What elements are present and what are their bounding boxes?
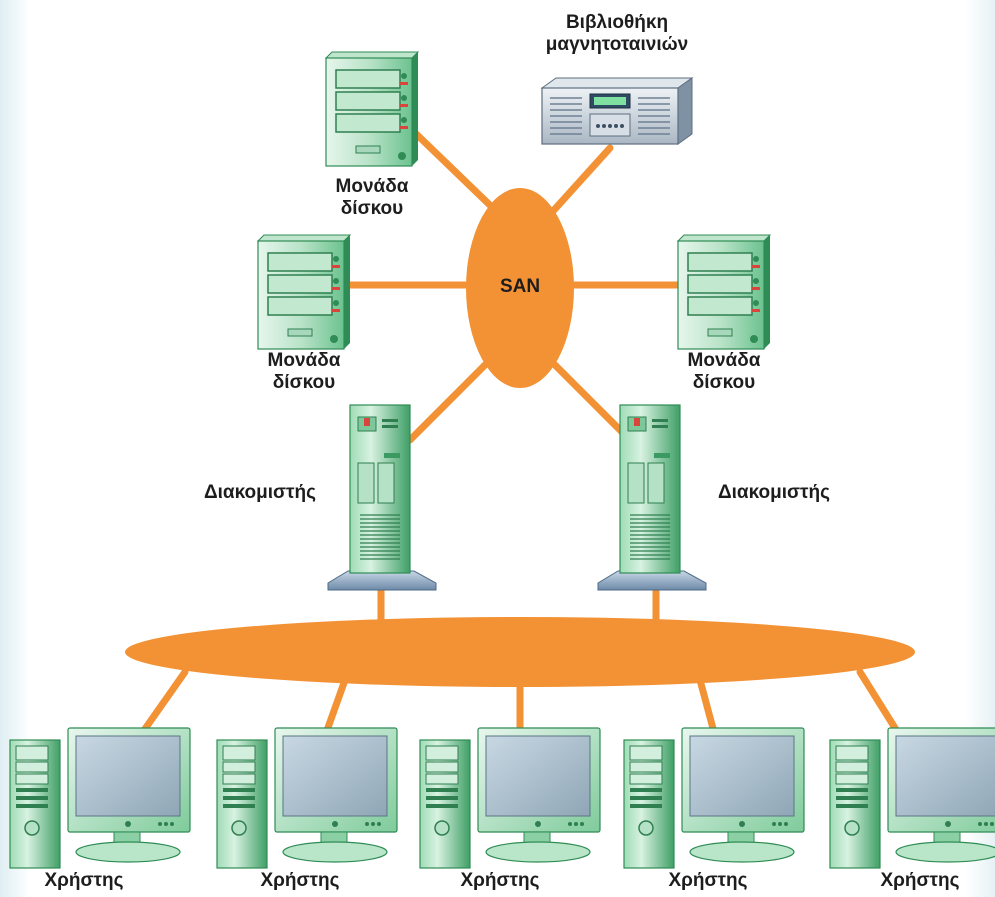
disk-unit-label-left: Μονάδα δίσκου (244, 350, 364, 394)
server-label-right: Διακομιστής (717, 482, 831, 503)
disk-unit-icon-left (257, 234, 351, 350)
disk-unit-label-line1: Μονάδα (687, 350, 761, 371)
disk-unit-label-line2: δίσκου (340, 198, 404, 219)
user-label-5: Χρήστης (880, 870, 960, 891)
tape-library-icon (540, 77, 694, 145)
disk-unit-icon-top (325, 51, 419, 167)
disk-unit-label-right: Μονάδα δίσκου (664, 350, 784, 394)
user-workstation-icon-1 (9, 727, 191, 869)
user-workstation-icon-2 (216, 727, 398, 869)
user-label-4: Χρήστης (668, 870, 748, 891)
user-label-3: Χρήστης (460, 870, 540, 891)
user-workstation-icon-5 (829, 727, 995, 869)
san-network (466, 188, 574, 388)
server-icon-right (597, 404, 707, 591)
user-label-1: Χρήστης (44, 870, 124, 891)
disk-unit-label-line1: Μονάδα (267, 350, 341, 371)
lan-network (125, 617, 915, 687)
connection-lines (136, 124, 904, 740)
disk-unit-label-line2: δίσκου (272, 372, 336, 393)
user-workstation-icon-4 (623, 727, 805, 869)
disk-unit-label-line2: δίσκου (692, 372, 756, 393)
user-workstation-icon-3 (419, 727, 601, 869)
disk-unit-label-line1: Μονάδα (335, 176, 409, 197)
tape-library-label-line1: Βιβλιοθήκη (565, 12, 669, 33)
disk-unit-label-top: Μονάδα δίσκου (312, 176, 432, 220)
disk-unit-icon-right (677, 234, 771, 350)
tape-library-label: Βιβλιοθήκη μαγνητοταινιών (528, 12, 706, 56)
user-label-2: Χρήστης (260, 870, 340, 891)
tape-library-label-line2: μαγνητοταινιών (545, 34, 689, 55)
server-label-left: Διακομιστής (203, 482, 317, 503)
san-label: SAN (499, 276, 541, 297)
